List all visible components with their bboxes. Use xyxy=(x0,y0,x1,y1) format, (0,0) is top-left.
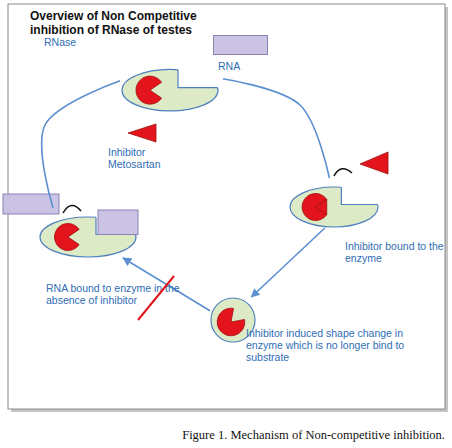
enzyme-node: RNase xyxy=(120,60,220,112)
enzyme-node: Inhibitor bound to the enzyme xyxy=(288,178,380,228)
node-outline xyxy=(38,208,138,258)
node-label: RNA xyxy=(218,60,268,72)
notch-outline xyxy=(341,187,377,204)
inhibitor-triangle xyxy=(128,124,156,142)
notch-outline xyxy=(178,70,218,88)
cycle-arrow xyxy=(42,81,120,208)
allosteric-site xyxy=(55,224,80,251)
figure-caption: Figure 1. Mechanism of Non-competitive i… xyxy=(40,428,445,442)
allosteric-site xyxy=(302,194,327,221)
cycle-arrow xyxy=(251,228,324,297)
allosteric-site xyxy=(136,76,162,104)
blocked-cross xyxy=(138,276,174,320)
binding-notch xyxy=(96,208,141,235)
node-outline xyxy=(128,124,156,142)
bound-rna xyxy=(98,210,138,235)
node-label: RNase xyxy=(44,36,104,48)
diagram-title: Overview of Non Competitive inhibition o… xyxy=(30,9,245,37)
node-label: Inhibitor bound to the enzyme xyxy=(345,240,445,264)
node-outline xyxy=(120,60,220,112)
allosteric-site xyxy=(217,308,245,336)
node-outline xyxy=(288,178,380,228)
enzyme-node: RNA bound to enzyme in the absence of in… xyxy=(38,208,138,258)
node-outline xyxy=(213,35,268,55)
bound-inhibitor xyxy=(316,199,327,214)
node-label: Inhibitor Metosartan xyxy=(108,146,183,170)
cycle-arrow xyxy=(220,78,329,178)
node-label: Inhibitor induced shape change in enzyme… xyxy=(246,327,426,363)
panel-frame xyxy=(8,4,445,409)
release-mark xyxy=(334,169,352,176)
enzyme-node: Inhibitor induced shape change in enzyme… xyxy=(210,297,256,343)
rna-block: RNA xyxy=(213,35,268,55)
leaving-inhibitor xyxy=(360,152,388,174)
release-mark xyxy=(63,205,81,213)
binding-notch xyxy=(341,178,383,205)
rna-rect xyxy=(214,36,268,55)
inhibitor-shape: Inhibitor Metosartan xyxy=(128,124,156,142)
binding-notch xyxy=(178,60,223,88)
